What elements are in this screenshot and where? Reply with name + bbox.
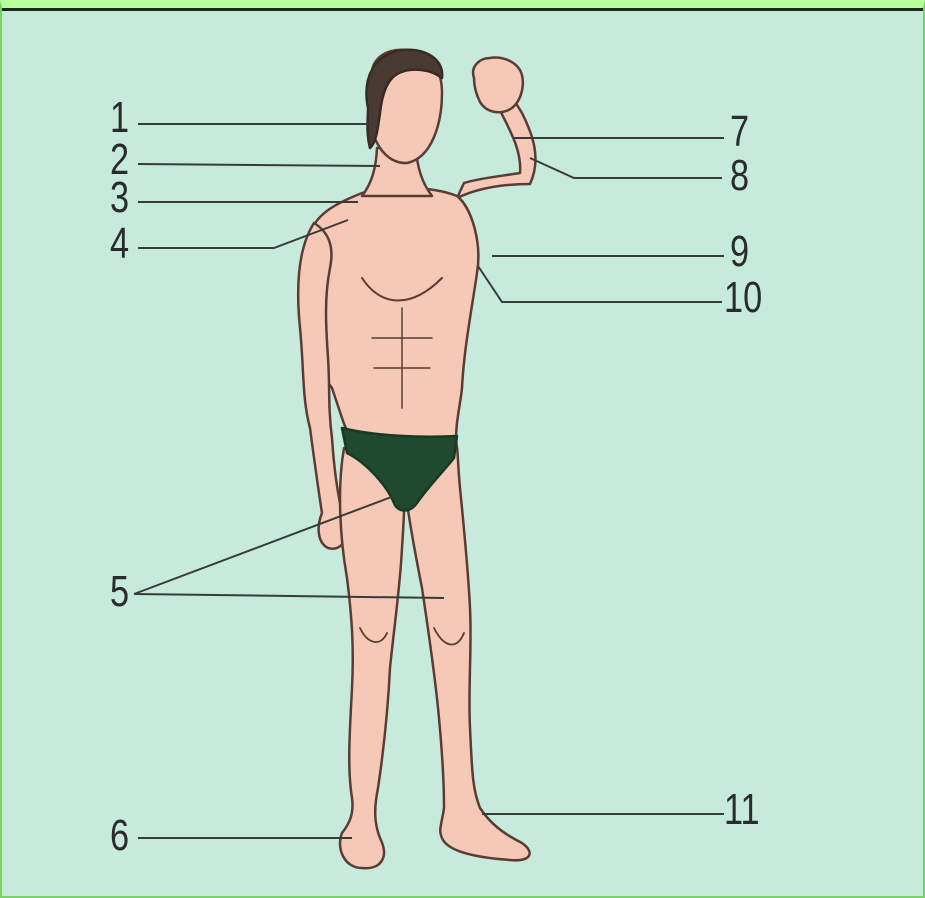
label-5: 5 xyxy=(110,570,129,614)
leader-line-2 xyxy=(138,164,380,166)
left-leg xyxy=(340,448,404,868)
body-illustration xyxy=(298,50,535,868)
label-8: 8 xyxy=(730,154,749,198)
leader-line-8 xyxy=(530,158,722,178)
label-7: 7 xyxy=(730,110,749,154)
label-1: 1 xyxy=(110,96,129,140)
fist xyxy=(473,58,523,113)
label-10: 10 xyxy=(724,276,762,320)
right-leg xyxy=(402,448,530,860)
label-4: 4 xyxy=(110,222,129,266)
human-body-figure xyxy=(2,8,923,896)
label-3: 3 xyxy=(110,176,129,220)
label-9: 9 xyxy=(730,230,749,274)
label-11: 11 xyxy=(724,788,760,832)
label-6: 6 xyxy=(110,814,129,858)
leader-line-10 xyxy=(478,266,722,302)
